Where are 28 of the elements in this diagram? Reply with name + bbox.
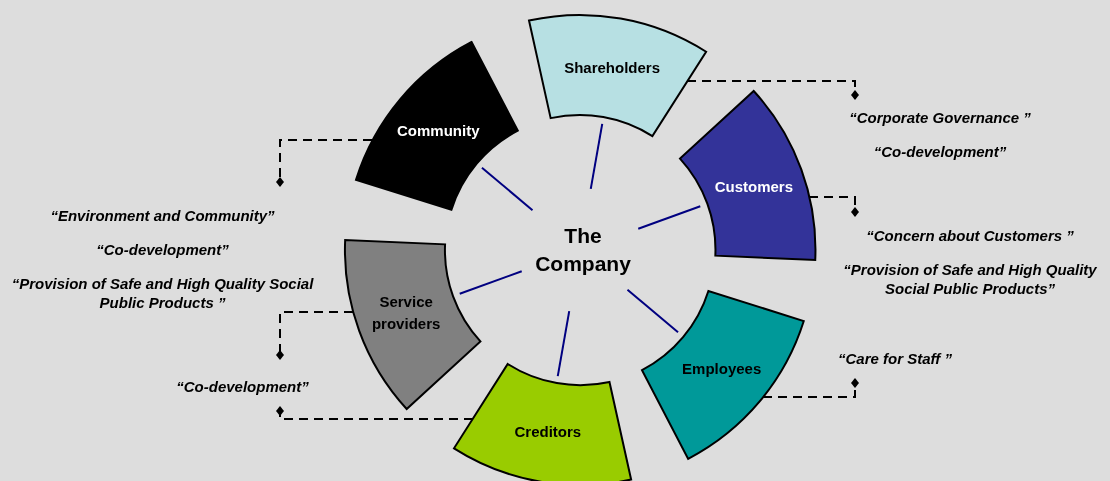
- leader-line: [276, 311, 354, 360]
- quote-text: “Environment and Community”: [49, 206, 276, 225]
- quote-text: “Concern about Customers ”: [865, 226, 1075, 245]
- quote-text: “Co-development”: [95, 240, 230, 259]
- spoke-line: [589, 122, 604, 190]
- quote-text: “Corporate Governance ”: [848, 108, 1032, 127]
- quote-text: “Co-development”: [175, 377, 310, 396]
- leader-line: [686, 80, 859, 100]
- spoke-line: [626, 288, 680, 334]
- spoke-line: [637, 205, 702, 230]
- quote-text: “Co-development”: [872, 142, 1008, 161]
- spoke-line: [458, 270, 523, 295]
- segment-label: Creditors: [513, 422, 583, 443]
- quote-text: “Care for Staff ”: [837, 349, 953, 368]
- leader-line: [276, 406, 474, 420]
- segment-label: Service providers: [370, 292, 442, 335]
- spoke-line: [556, 310, 571, 378]
- leader-line: [762, 378, 859, 398]
- leader-line: [808, 196, 859, 217]
- segment-label: Community: [396, 121, 481, 142]
- quote-text: “Provision of Safe and High Quality Social Public Products”: [842, 260, 1098, 298]
- segment-label: Employees: [681, 358, 763, 379]
- center-title: The Company: [534, 223, 632, 277]
- segment-label: Customers: [713, 176, 794, 197]
- segment-label: Shareholders: [563, 57, 662, 78]
- spoke-line: [480, 166, 534, 212]
- leader-line: [276, 139, 373, 187]
- quote-text: “Provision of Safe and High Quality Social Public Products ”: [10, 274, 315, 312]
